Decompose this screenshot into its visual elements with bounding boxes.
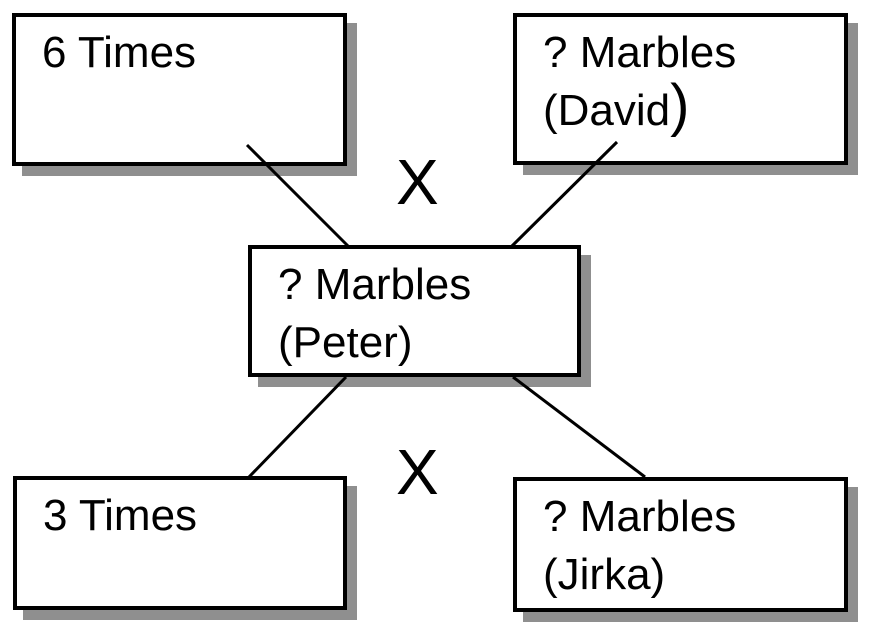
node-marbles-david: ? Marbles (David) — [513, 13, 848, 165]
node-david-line2: (David) — [543, 77, 838, 140]
node-3-times: 3 Times — [13, 476, 347, 610]
connector-peter-jirka — [512, 375, 646, 479]
node-jirka-line2: (Jirka) — [543, 550, 666, 599]
node-david-line2-paren: ) — [670, 73, 690, 138]
node-david-line1: ? Marbles — [543, 28, 737, 77]
node-marbles-peter: ? Marbles (Peter) — [248, 245, 581, 377]
connector-peter-3times — [247, 375, 348, 479]
node-3-times-label: 3 Times — [43, 491, 198, 540]
node-peter-line1: ? Marbles — [278, 260, 472, 309]
node-marbles-jirka: ? Marbles (Jirka) — [513, 477, 848, 612]
node-6-times: 6 Times — [12, 13, 347, 166]
multiply-sign-bottom: X — [396, 436, 439, 508]
node-peter-line2: (Peter) — [278, 318, 413, 367]
node-jirka-line1: ? Marbles — [543, 492, 737, 541]
node-david-line2-text: (David — [543, 86, 671, 135]
multiply-sign-top: X — [396, 146, 439, 218]
node-6-times-label: 6 Times — [42, 28, 197, 77]
